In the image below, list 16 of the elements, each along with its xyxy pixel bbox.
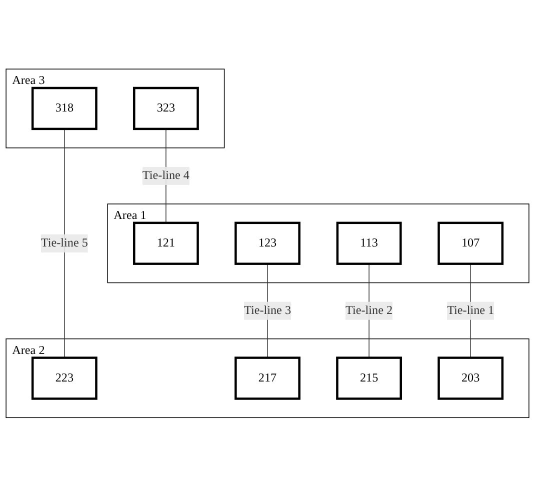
edge-label: Tie-line 5 [40, 236, 88, 250]
edge-label: Tie-line 3 [244, 304, 292, 317]
node-box: 113 [336, 222, 402, 266]
node-box: 121 [133, 222, 199, 266]
node-box: 215 [336, 356, 402, 400]
node-box: 123 [234, 222, 300, 266]
edge-label: Tie-line 2 [346, 304, 393, 317]
edge-label: Tie-line 4 [142, 169, 190, 182]
node-box: 217 [234, 356, 300, 400]
node-box: 323 [133, 87, 199, 130]
node-box: 203 [438, 356, 504, 400]
node-box: 223 [31, 356, 98, 400]
node-box: 107 [438, 222, 504, 266]
edge-label: Tie-line 1 [447, 304, 494, 317]
connector [64, 128, 65, 358]
node-box: 318 [31, 87, 98, 130]
